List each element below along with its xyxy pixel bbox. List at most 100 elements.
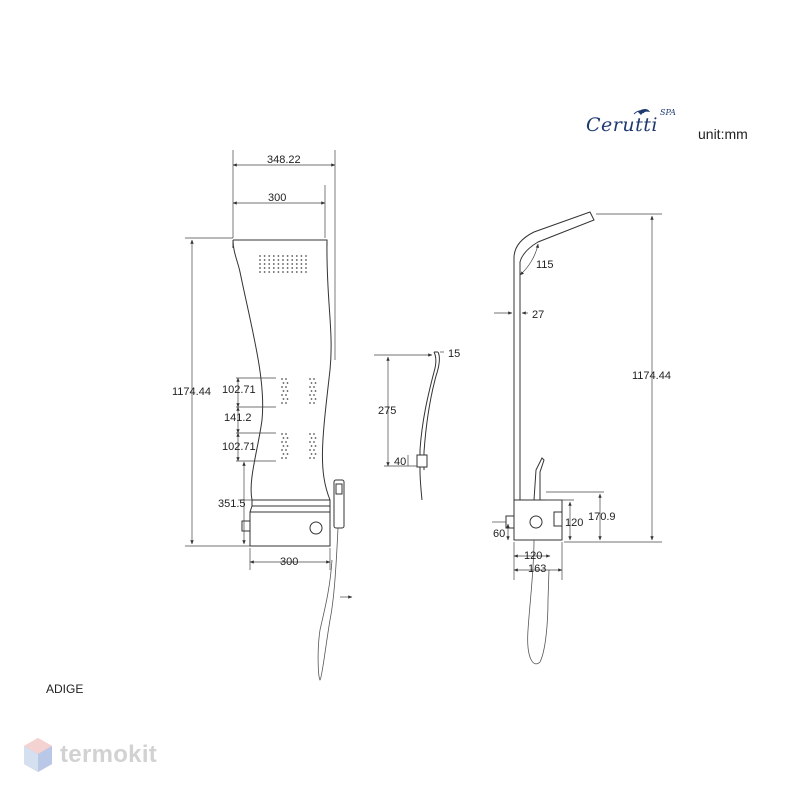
jet-nozzle-dot <box>309 441 311 443</box>
jet-nozzle-dot <box>309 378 311 380</box>
dim-hand-length: 275 <box>378 405 396 417</box>
nozzle-dot <box>277 255 280 257</box>
dim-side-height: 1174.44 <box>632 370 671 382</box>
nozzle-dot <box>291 263 294 265</box>
jet-nozzle-dot <box>314 398 317 400</box>
jet-nozzle-dot <box>309 402 311 404</box>
nozzle-dot <box>300 267 303 269</box>
nozzle-dot <box>300 255 303 257</box>
jet-nozzle-dot <box>281 449 283 451</box>
jet-nozzle-dot <box>314 445 317 447</box>
nozzle-dot <box>305 271 307 273</box>
jet-nozzle-dot <box>313 402 315 404</box>
nozzle-dot <box>259 267 261 269</box>
jet-nozzle-dot <box>310 398 313 400</box>
nozzle-dot <box>272 263 275 265</box>
front-view: 348.22 300 1174.44 102.71 141.2 102.71 3… <box>172 150 353 681</box>
nozzle-dot <box>272 259 275 261</box>
jet-nozzle-dot <box>313 394 315 396</box>
jet-nozzle-dot <box>285 378 287 380</box>
dim-total-depth: 163 <box>528 563 546 575</box>
jet-nozzle-dot <box>309 433 311 435</box>
nozzle-dot <box>263 255 266 257</box>
nozzle-dot <box>291 267 294 269</box>
jet-nozzle-dot <box>310 382 313 384</box>
watermark-text: termokit <box>60 741 158 768</box>
nozzle-dot <box>282 267 284 269</box>
nozzle-dot <box>300 263 303 265</box>
model-name: ADIGE <box>46 682 84 696</box>
jet-nozzle-dot <box>285 433 287 435</box>
jet-nozzle-dot <box>309 394 311 396</box>
jet-nozzle-dot <box>281 441 283 443</box>
jet-nozzle-dot <box>281 394 283 396</box>
jet-nozzle-dot <box>281 457 283 459</box>
nozzle-dot <box>305 267 307 269</box>
jet-nozzle-dot <box>281 378 283 380</box>
nozzle-dot <box>295 267 298 269</box>
dim-front-height: 1174.44 <box>172 386 211 398</box>
nozzle-dot <box>268 259 271 261</box>
nozzle-dot <box>295 255 298 257</box>
jet-nozzle-dot <box>285 457 287 459</box>
jet-nozzle-dot <box>314 390 317 392</box>
brand-name: Cerutti <box>586 114 658 136</box>
nozzle-dot <box>282 255 284 257</box>
jet-nozzle-dot <box>314 437 317 439</box>
nozzle-dot <box>268 255 271 257</box>
jet-nozzle-dot <box>310 437 313 439</box>
dim-bottom-width: 300 <box>280 556 298 568</box>
jet-nozzle-dot <box>285 441 287 443</box>
nozzle-dot <box>272 255 275 257</box>
dim-head-width: 15 <box>448 348 460 360</box>
nozzle-dot <box>291 259 294 261</box>
nozzle-dot <box>286 271 289 273</box>
nozzle-dot <box>277 267 280 269</box>
jet-nozzle-dot <box>286 382 289 384</box>
brand-logo-icon <box>633 109 650 115</box>
nozzle-dot <box>286 263 289 265</box>
nozzle-dot <box>305 255 307 257</box>
nozzle-dot <box>291 255 294 257</box>
dim-foot-height: 60 <box>493 528 505 540</box>
jet-nozzle-dot <box>310 445 313 447</box>
nozzle-dot <box>286 259 289 261</box>
dim-total-width: 348.22 <box>267 154 301 166</box>
dim-box-depth: 120 <box>524 550 542 562</box>
dim-holder: 40 <box>394 456 406 468</box>
side-column <box>513 211 595 500</box>
side-view: 115 27 1174.44 120 170.9 60 120 163 <box>492 211 671 665</box>
jet-nozzle-dot <box>286 390 289 392</box>
jet-nozzle-dot <box>286 453 289 455</box>
jet-nozzle-dot <box>313 457 315 459</box>
dim-pipe-diameter: 27 <box>532 309 544 321</box>
jet-nozzle-dot <box>310 453 313 455</box>
nozzle-dot <box>259 271 261 273</box>
nozzle-dot <box>295 263 298 265</box>
dim-top-width: 300 <box>268 192 286 204</box>
panel-outline <box>232 239 332 501</box>
dim-jet-upper: 102.71 <box>222 384 256 396</box>
nozzle-dot <box>259 259 261 261</box>
dim-mixer-height: 351.5 <box>218 498 246 510</box>
nozzle-dot <box>263 267 266 269</box>
nozzle-dot <box>268 267 271 269</box>
diverter-knob <box>309 521 323 535</box>
jet-nozzle-dot <box>281 433 283 435</box>
jet-nozzle-dot <box>314 453 317 455</box>
nozzle-dot <box>259 263 261 265</box>
jet-nozzle-dot <box>286 437 289 439</box>
hand-shower <box>419 351 440 470</box>
jet-nozzle-dot <box>309 457 311 459</box>
jet-nozzle-dot <box>282 437 285 439</box>
jet-nozzle-dot <box>285 449 287 451</box>
jet-nozzle-dot <box>285 402 287 404</box>
jet-nozzle-dot <box>282 382 285 384</box>
jet-nozzle-dot <box>313 378 315 380</box>
nozzle-dot <box>305 259 307 261</box>
nozzle-dot <box>282 259 284 261</box>
nozzle-dot <box>268 271 271 273</box>
jet-nozzle-dot <box>282 398 285 400</box>
shower-hose <box>317 527 339 681</box>
